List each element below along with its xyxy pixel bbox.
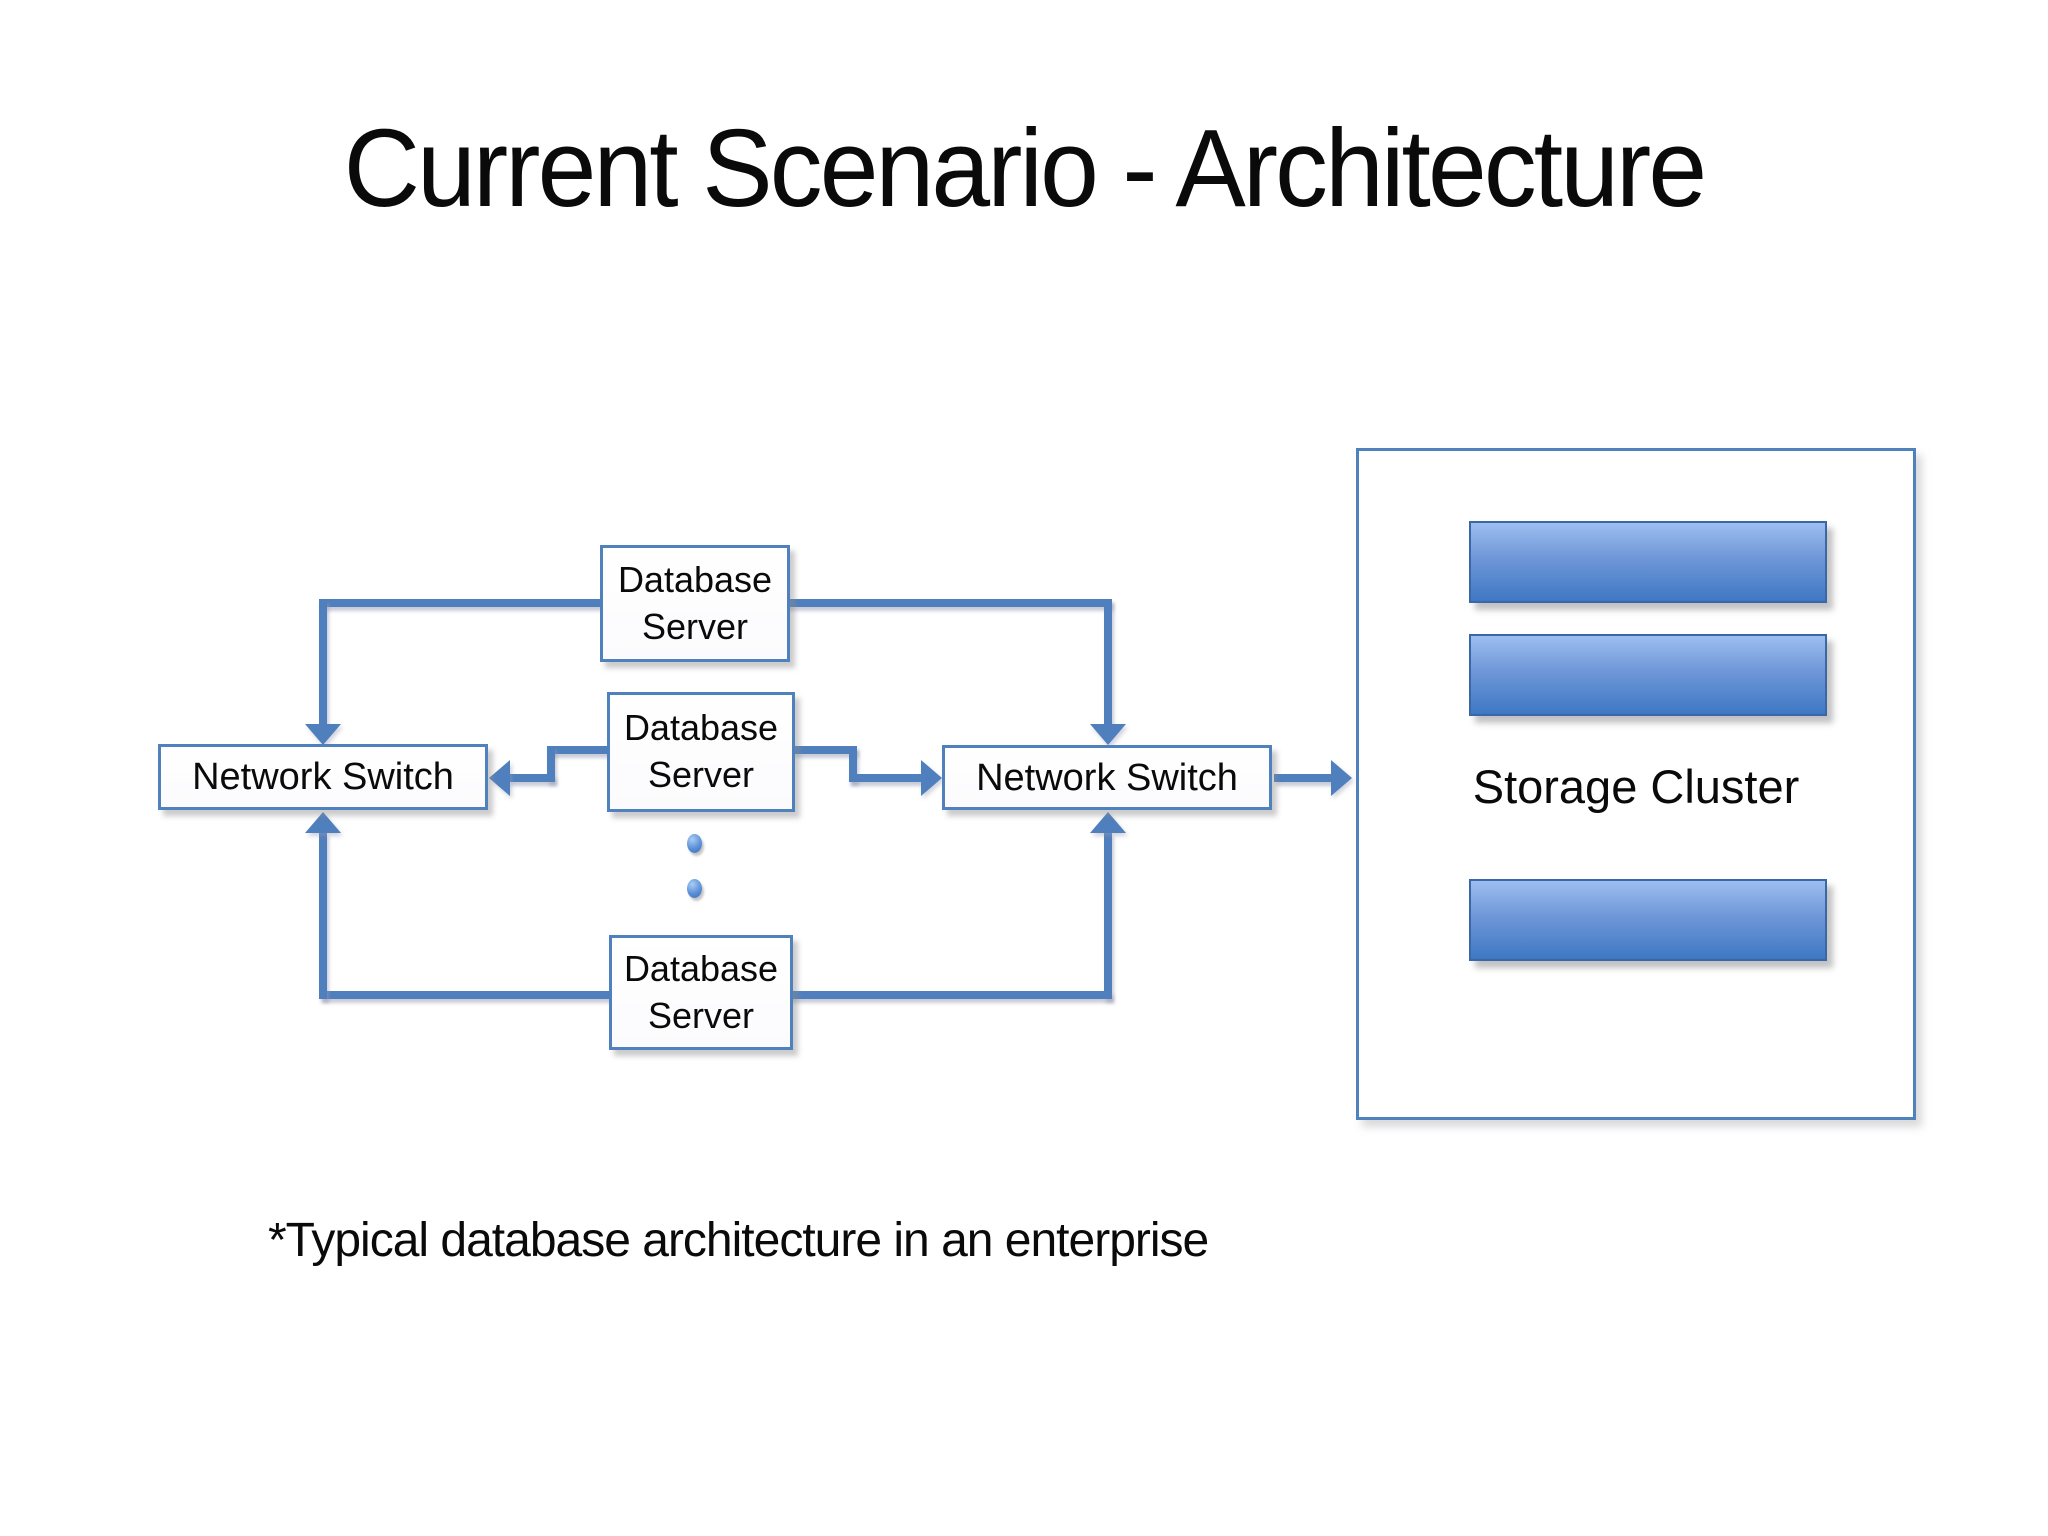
node-network-switch-left: Network Switch [158, 744, 488, 810]
arrowhead-down-into-right-switch-icon [1090, 724, 1126, 745]
storage-disk-bar-icon [1469, 879, 1827, 961]
storage-disk-bar-icon [1469, 634, 1827, 716]
connector-mid-left-segment-b [547, 746, 555, 782]
connector-bottom-right-vertical [1104, 832, 1112, 999]
arrowhead-up-into-left-switch-icon [305, 812, 341, 833]
connector-mid-right-segment-c [849, 774, 922, 782]
node-storage-cluster: Storage Cluster [1356, 448, 1916, 1120]
ellipsis-dot-icon [687, 834, 702, 853]
connector-mid-right-segment-a [793, 746, 857, 754]
node-label: Storage Cluster [1472, 759, 1800, 813]
node-label: Database Server [623, 947, 779, 1036]
arrowhead-left-into-left-switch-icon [489, 760, 510, 796]
node-network-switch-right: Network Switch [942, 745, 1272, 810]
connector-mid-left-segment-c [508, 774, 555, 782]
connector-bottom-left-vertical [319, 832, 327, 999]
arrowhead-right-into-right-switch-icon [921, 760, 942, 796]
node-database-server-middle: Database Server [607, 692, 795, 812]
node-label: Database Server [623, 707, 779, 795]
connector-top-right-vertical [1104, 599, 1112, 726]
arrowhead-up-into-right-switch-icon [1090, 812, 1126, 833]
storage-disk-bar-icon [1469, 521, 1827, 603]
node-label: Database Server [617, 558, 773, 647]
slide-title: Current Scenario - Architecture [343, 107, 1707, 230]
connector-switch-to-storage [1274, 774, 1332, 782]
arrowhead-right-into-storage-icon [1331, 760, 1352, 796]
connector-mid-right-segment-b [849, 746, 857, 782]
footnote-caption: *Typical database architecture in an ent… [268, 1214, 1209, 1267]
node-label: Network Switch [192, 756, 454, 798]
node-label: Network Switch [976, 756, 1238, 799]
ellipsis-dot-icon [687, 879, 702, 898]
node-database-server-top: Database Server [600, 545, 790, 662]
connector-mid-left-segment-a [547, 746, 609, 754]
connector-top-left-vertical [319, 599, 327, 726]
arrowhead-down-into-left-switch-icon [305, 724, 341, 745]
node-database-server-bottom: Database Server [609, 935, 793, 1050]
